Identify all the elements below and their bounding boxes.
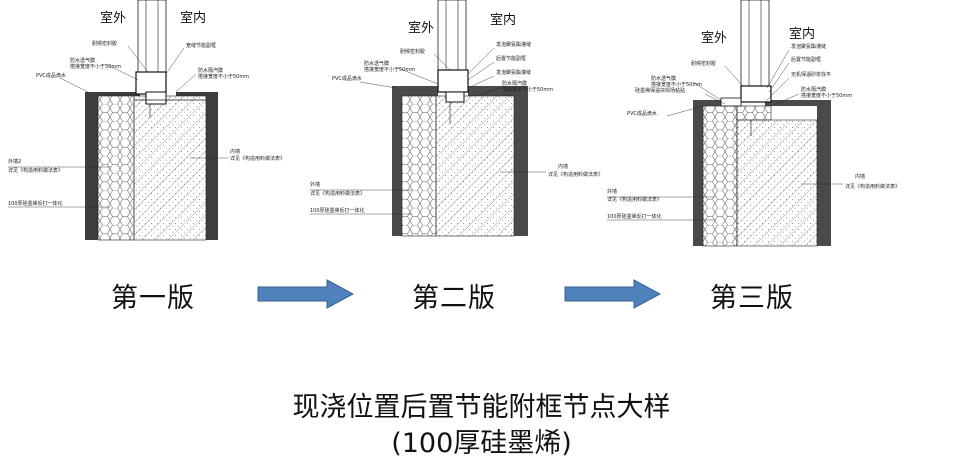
detail-1-note: 详见《构造用料做法表》 — [230, 155, 285, 162]
arrow-right-icon — [564, 279, 662, 309]
detail-2-note: 防水透气膜 — [364, 60, 389, 67]
detail-3-note: PVC成品滴水 — [627, 110, 657, 117]
detail-2-note: 100厚硅墨烯反打一体化 — [310, 207, 365, 214]
detail-2-note: 内墙 — [558, 163, 568, 170]
detail-2-note: 发泡聚氨酯灌缝 — [496, 41, 531, 48]
detail-1-note: 防水隔汽膜 — [198, 67, 223, 74]
detail-1-note: 宽缝节能副框 — [186, 42, 216, 49]
indoor-label-1: 室内 — [180, 10, 206, 26]
detail-3-note: 搭接宽度不小于50mm — [801, 92, 852, 99]
detail-3-note: 无机保温砂浆找平 — [791, 71, 831, 78]
detail-2-note: 发泡聚氨酯灌缝 — [496, 69, 531, 76]
detail-1-note: 搭接宽度不小于50mm — [198, 73, 249, 80]
detail-3-note: 发泡聚氨酯灌缝 — [791, 43, 826, 50]
indoor-label-3: 室内 — [789, 26, 815, 42]
detail-1-note: 防水透气膜 — [70, 57, 95, 64]
outdoor-label-3: 室外 — [701, 30, 727, 46]
detail-drawing-2-svg: 室外 室内 耐候密封胶 发泡聚氨酯灌缝 后置节能副框 防水透气膜 搭接宽度不小于… — [310, 0, 603, 237]
detail-3-note: 外墙 — [607, 188, 617, 195]
detail-2-note: 后置节能副框 — [496, 55, 526, 62]
caption-subtitle: (100厚硅墨烯) — [391, 428, 572, 459]
detail-2-note: 防水隔汽膜 — [502, 80, 527, 87]
detail-1-note: 100厚硅墨烯反打一体化 — [8, 200, 63, 207]
outdoor-label-1: 室外 — [100, 10, 126, 26]
detail-1-note: 外墙2 — [8, 158, 21, 165]
detail-2-note: 耐候密封胶 — [400, 48, 425, 55]
detail-1-note: 搭接宽度不小于50mm — [70, 63, 121, 70]
detail-drawing-3: 室外 室内 发泡聚氨酯灌缝 耐候密封胶 后置节能副框 防水透气膜 无机保温砂浆找… — [605, 0, 963, 250]
detail-drawing-3-svg: 室外 室内 发泡聚氨酯灌缝 耐候密封胶 后置节能副框 防水透气膜 无机保温砂浆找… — [607, 0, 900, 247]
detail-2-note: 外墙 — [310, 181, 320, 188]
version-label-2: 第二版 — [412, 283, 496, 314]
detail-2-note: 搭接宽度不小于50mm — [364, 66, 415, 73]
detail-drawing-1: 室外 室内 耐候密封胶 宽缝节能副框 防水透气膜 搭接宽度不小于50mm PVC… — [0, 0, 320, 250]
detail-3-note: 100厚硅墨烯反打一体化 — [607, 213, 662, 220]
arrow-right-icon — [257, 279, 355, 309]
detail-1-note: PVC成品滴水 — [36, 72, 66, 79]
detail-3-note: 详见《构造用料做法表》 — [607, 196, 662, 203]
detail-3-note: 防水透气膜 — [651, 75, 676, 82]
detail-1-note: 耐候密封胶 — [92, 40, 117, 47]
detail-2-note: 详见《构造用料做法表》 — [310, 190, 365, 197]
outdoor-label-2: 室外 — [408, 20, 434, 36]
caption-title: 现浇位置后置节能附框节点大样 — [292, 392, 671, 423]
detail-2-note: 搭接宽度不小于50mm — [502, 86, 553, 93]
detail-3-note: 耐候密封胶 — [691, 60, 716, 67]
detail-3-note: 后置节能副框 — [791, 56, 821, 63]
detail-3-note: 硅墨烯保温块现场粘贴 — [635, 87, 685, 94]
detail-1-note: 内墙 — [230, 148, 240, 155]
detail-2-note: PVC成品滴水 — [332, 75, 362, 82]
indoor-label-2: 室内 — [490, 12, 516, 28]
detail-3-note: 防水隔汽膜 — [801, 86, 826, 93]
detail-drawing-1-svg: 室外 室内 耐候密封胶 宽缝节能副框 防水透气膜 搭接宽度不小于50mm PVC… — [8, 0, 285, 241]
version-label-3: 第三版 — [710, 283, 794, 314]
version-label-1: 第一版 — [111, 283, 195, 314]
detail-3-note: 搭接宽度不小于50mm — [651, 81, 702, 88]
detail-1-note: 详见《构造用料做法表》 — [8, 167, 63, 174]
detail-2-note: 详见《构造用料做法表》 — [548, 171, 603, 178]
detail-3-note: 内墙 — [855, 173, 865, 180]
detail-3-note: 详见《构造用料做法表》 — [845, 183, 900, 190]
detail-drawing-2: 室外 室内 耐候密封胶 发泡聚氨酯灌缝 后置节能副框 防水透气膜 搭接宽度不小于… — [300, 0, 620, 250]
